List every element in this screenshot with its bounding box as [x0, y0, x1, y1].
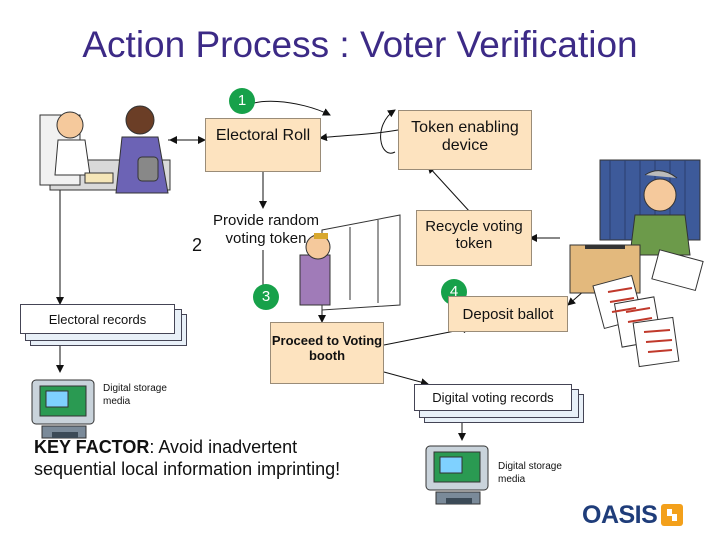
key-factor-body: : Avoid inadvertent sequential local inf…: [34, 437, 341, 479]
key-factor-label: KEY FACTOR: [34, 437, 150, 457]
digital-voting-records-label: Digital voting records: [414, 384, 572, 411]
computer-icon: [425, 445, 489, 505]
electoral-records-stack: Electoral records: [20, 304, 190, 348]
oasis-mark-icon: [661, 504, 684, 526]
electoral-roll-box: Electoral Roll: [205, 118, 321, 172]
step-2-number: 2: [192, 235, 203, 255]
voter-registration-illustration: [39, 105, 171, 194]
digital-voting-records-stack: Digital voting records: [414, 384, 586, 424]
deposit-ballot-box: Deposit ballot: [448, 296, 568, 332]
key-factor-text: KEY FACTOR: Avoid inadvertent sequential…: [34, 436, 374, 480]
voting-booth-illustration: [299, 214, 401, 311]
random-token-label: Provide random voting token: [213, 212, 319, 247]
computer-icon: [31, 379, 95, 439]
digital-storage-label-2: Digital storage media: [498, 461, 562, 485]
electoral-records-label: Electoral records: [20, 304, 175, 334]
step-3-circle: 3: [253, 284, 279, 310]
ballot-clerk-illustration: [569, 159, 704, 294]
page-title: Action Process : Voter Verification: [82, 24, 638, 65]
token-device-box: Token enabling device: [398, 110, 532, 170]
digital-storage-label-1: Digital storage media: [103, 383, 167, 407]
oasis-logo: OASIS: [582, 500, 684, 530]
step-1-circle: 1: [229, 88, 255, 114]
recycle-token-box: Recycle voting token: [416, 210, 532, 266]
proceed-booth-box: Proceed to Voting booth: [270, 322, 384, 384]
ballot-papers-illustration: [592, 274, 680, 368]
